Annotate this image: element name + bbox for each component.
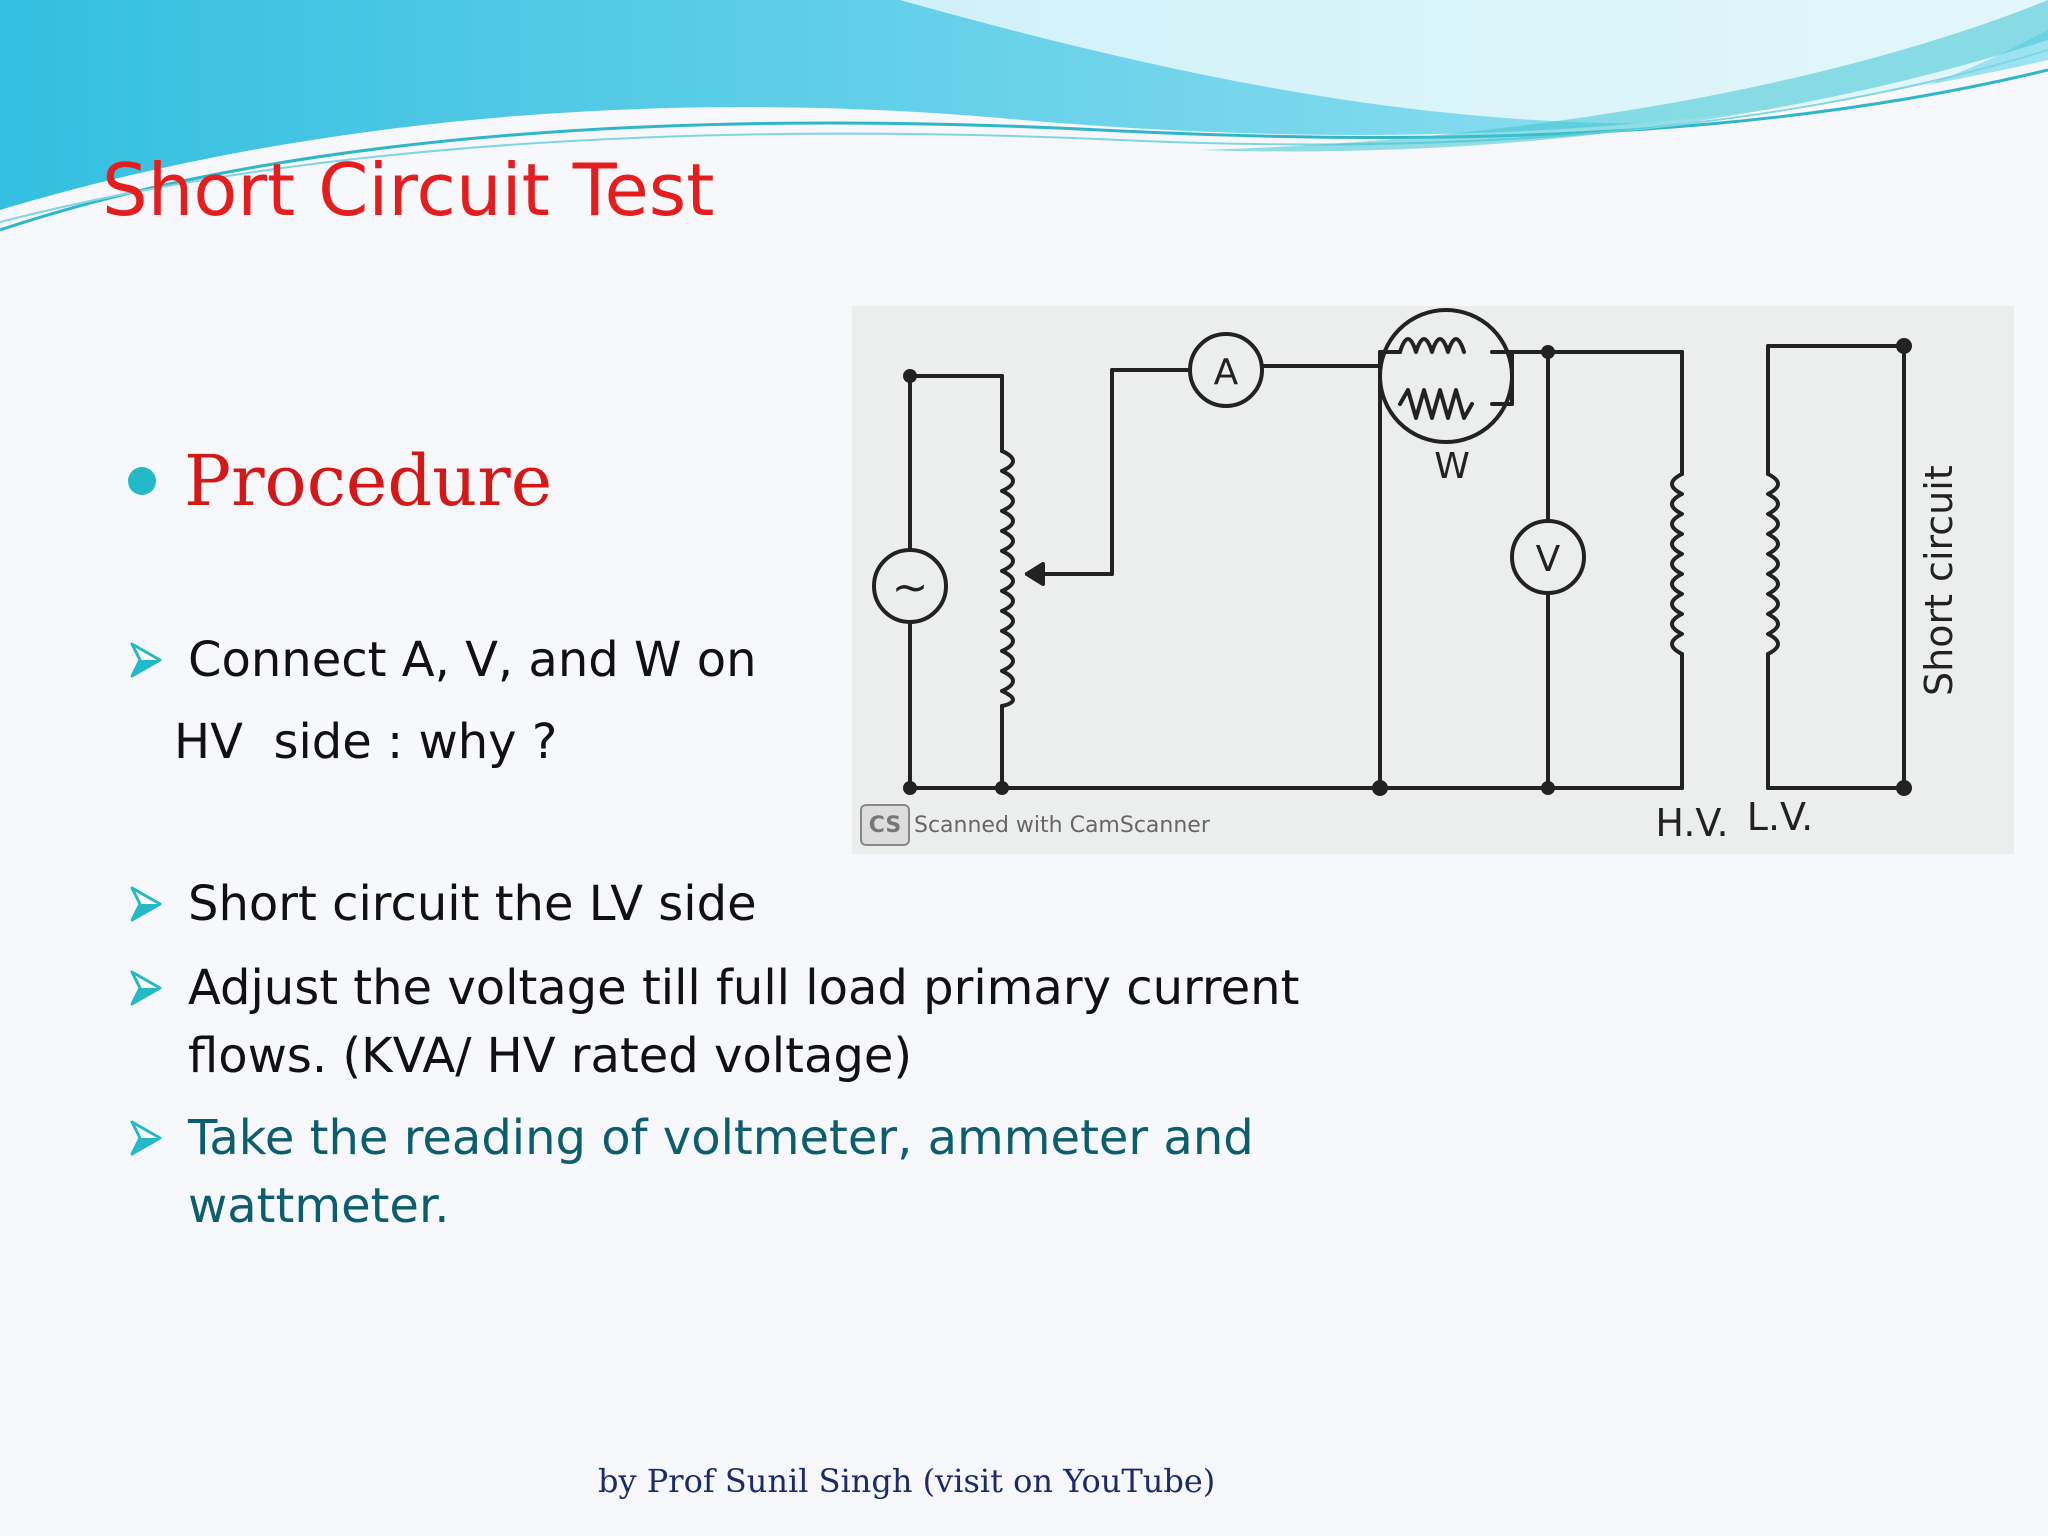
slide-title: Short Circuit Test [102,148,715,232]
item-text: Take the reading of voltmeter, ammeter a… [188,1110,1254,1234]
ac-source-symbol: ~ [892,562,929,613]
circuit-diagram-svg: ~ A V W H.V. L.V. Short circuit [872,308,1961,845]
bullet-dot-icon [128,467,156,495]
main-bullet: Procedure [128,440,552,522]
lv-label: L.V. [1747,795,1813,839]
arrow-bullet-icon [130,642,162,678]
voltmeter-label: V [1536,539,1561,580]
header-wave-decoration [0,0,2048,232]
list-item: Connect A, V, and W on [128,626,757,694]
short-circuit-label: Short circuit [1917,465,1961,696]
item-text: Connect A, V, and W on [188,632,757,688]
ac-source-icon [872,548,948,624]
ammeter-label: A [1214,352,1239,393]
item-text: Adjust the voltage till full load primar… [188,960,1300,1084]
watermark-text: Scanned with CamScanner [914,812,1210,838]
item-text-continuation: HV side : why ? [174,714,558,770]
arrow-bullet-icon [130,886,162,922]
footer-credit: by Prof Sunil Singh (visit on YouTube) [598,1462,1216,1500]
list-item: Adjust the voltage till full load primar… [128,954,1299,1090]
item-text: Short circuit the LV side [188,876,757,932]
arrow-bullet-icon [130,1120,162,1156]
list-item: Short circuit the LV side [128,870,757,938]
camscanner-watermark: CS Scanned with CamScanner [860,804,1210,846]
arrow-bullet-icon [130,970,162,1006]
camscanner-logo-icon: CS [860,804,910,846]
hv-label: H.V. [1655,801,1728,845]
main-bullet-text: Procedure [184,440,553,522]
circuit-diagram: ~ A V W H.V. L.V. Short circuit [852,306,2014,854]
list-item: Take the reading of voltmeter, ammeter a… [128,1104,1254,1240]
wattmeter-label: W [1434,446,1470,487]
